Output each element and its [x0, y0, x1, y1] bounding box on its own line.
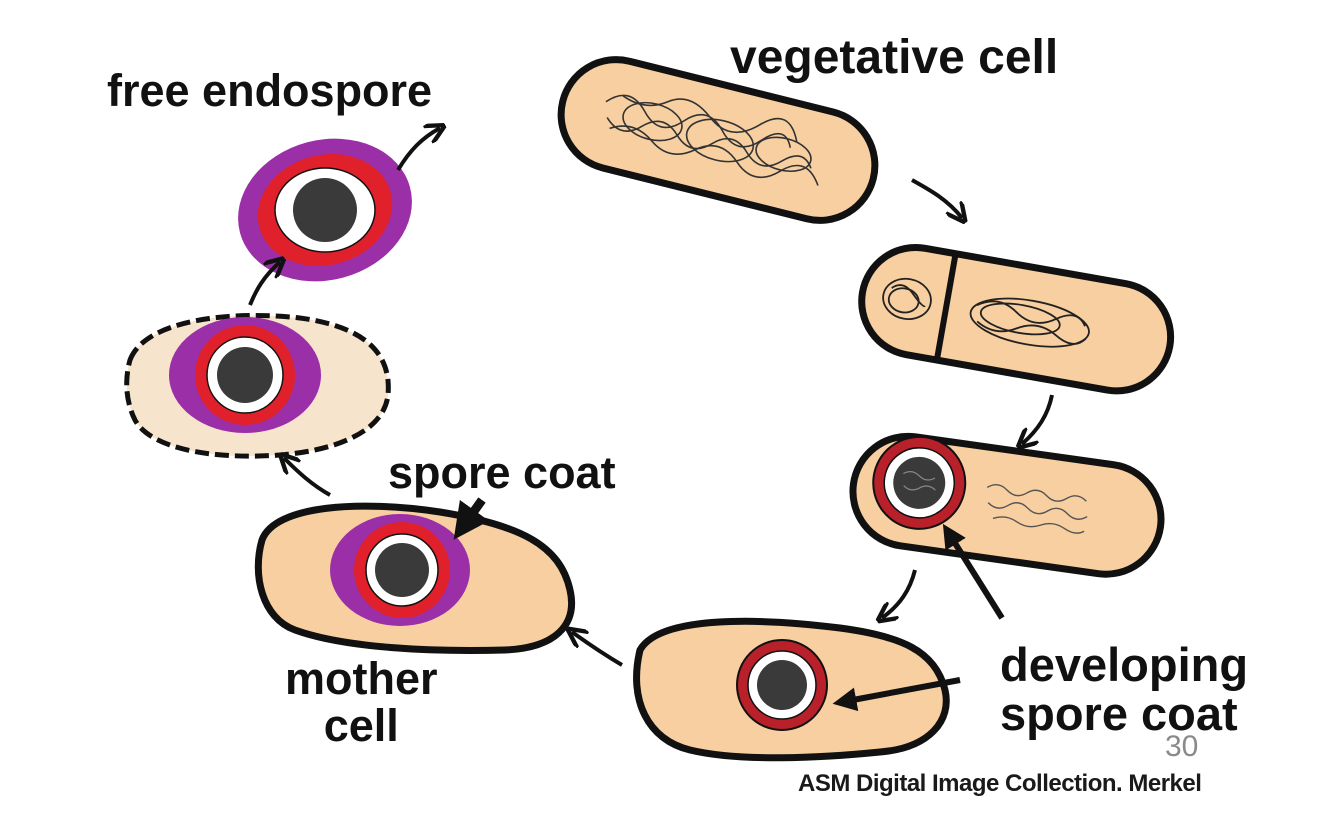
label-spore-coat: spore coat — [388, 447, 616, 498]
label-vegetative-cell: vegetative cell — [730, 31, 1059, 84]
label-mother-cell: mother cell — [285, 655, 438, 750]
label-developing-spore-coat: developing spore coat — [1000, 640, 1248, 739]
developing-spore-coat-cell — [849, 432, 1165, 578]
arrow-dividing-to-developing — [1022, 394, 1054, 444]
arrow-lysing-to-free — [248, 262, 280, 306]
free-endospore — [238, 138, 412, 282]
arrow-mother-to-lysing — [284, 458, 331, 497]
arrow-engulfed-to-mother — [572, 632, 624, 667]
slide-number: 30 — [1165, 730, 1199, 763]
residual-dna — [986, 483, 1088, 534]
vegetative-cell-dna — [605, 94, 819, 186]
label-mother-cell-line1: mother — [285, 653, 438, 704]
pointer-developing-spore-coat-lower — [832, 677, 961, 712]
arrow-developing-to-engulfed — [882, 569, 917, 618]
label-developing-line1: developing — [1000, 638, 1249, 691]
mother-cell-dna — [969, 297, 1090, 348]
lysing-mother-cell — [124, 312, 391, 459]
label-developing-line2: spore coat — [1000, 687, 1238, 741]
arrow-release-endospore — [396, 128, 440, 172]
forespore-dna — [882, 277, 932, 320]
pointer-spore-coat — [453, 497, 490, 540]
label-mother-cell-line2: cell — [323, 700, 399, 752]
engulfed-forespore-cell — [633, 617, 950, 762]
arrow-vegetative-to-dividing — [911, 178, 962, 218]
image-credit: ASM Digital Image Collection. Merkel — [798, 770, 1202, 797]
pointer-developing-spore-coat-upper — [942, 523, 1005, 620]
vegetative-cell — [557, 56, 879, 224]
dividing-cell — [858, 243, 1175, 395]
label-free-endospore: free endospore — [107, 65, 433, 116]
mother-cell — [254, 502, 575, 654]
